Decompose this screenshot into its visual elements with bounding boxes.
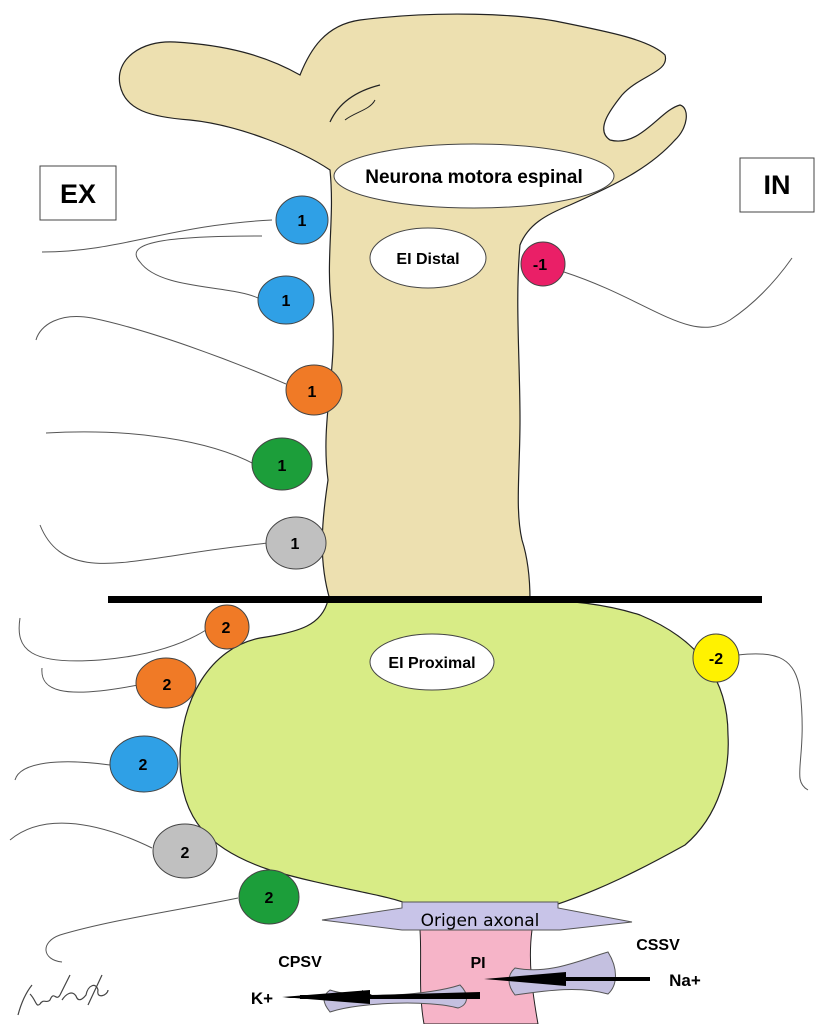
synapse-label: 1 [291,536,300,553]
fiber-10 [9,822,153,849]
synapse-label: -1 [533,257,547,274]
synapse-label: 2 [181,845,190,862]
synapse-label: 1 [308,384,317,401]
synapse-label: 1 [282,293,291,310]
synapse-1-gray: 1 [265,516,327,570]
soma-dendritic-region [118,13,687,601]
fiber-8 [41,667,139,693]
in-label: IN [764,170,791,200]
ex-box: EX [39,165,117,221]
axon-origin-funnel [321,901,633,931]
fiber-1 [41,219,273,253]
signature [17,974,109,1016]
synapse-label: 1 [278,458,287,475]
synapse-1-orange: 1 [285,364,343,416]
k-arrow-head [282,990,370,1004]
synapse-label: 2 [163,677,172,694]
fiber-2 [135,235,263,299]
na-plus-label: Na+ [669,971,701,990]
fiber-7 [18,617,207,662]
fiber-3 [35,316,287,385]
fiber-9 [14,761,111,781]
synapse-minus2-yellow: -2 [692,633,740,683]
fiber-5 [39,524,269,564]
synapse-1-blue-second: 1 [257,275,315,325]
proximal-oval: EI Proximal [369,633,495,691]
synapse-label: -2 [709,651,723,668]
neuron-title: Neurona motora espinal [365,167,583,188]
na-arrow-head [484,972,566,986]
distal-oval: EI Distal [369,227,487,289]
k-plus-label: K+ [251,989,273,1008]
synapse-label: 2 [222,620,231,637]
k-arrow-shaft [300,995,480,999]
ion-channels [282,951,650,1013]
synapse-label: 2 [265,890,274,907]
synapse-1-blue-top: 1 [275,195,329,245]
synapse-2-orange-lower: 2 [135,657,197,709]
fiber-11 [45,897,239,963]
synapse-2-orange-top: 2 [204,604,250,650]
cpsv-label: CPSV [278,954,322,971]
ex-label: EX [60,179,96,209]
synapse-label: 1 [298,213,307,230]
synapse-minus1-red: -1 [520,241,566,287]
neuron-title-oval: Neurona motora espinal [333,143,615,209]
proximal-label: EI Proximal [388,655,475,672]
fiber-4 [45,431,257,466]
cssv-label: CSSV [636,937,680,954]
na-arrow-shaft [540,977,650,981]
synapse-label: 2 [139,757,148,774]
distal-label: EI Distal [396,251,459,268]
dendrite-notch-2 [344,99,376,121]
fiber-6 [563,257,793,328]
fiber-12 [737,653,809,791]
pi-label: PI [470,955,485,972]
synapse-2-gray: 2 [152,823,218,879]
input-fibers [9,219,809,963]
synapse-1-green: 1 [251,437,313,491]
divider-line [108,596,762,603]
synapse-2-green: 2 [238,869,300,925]
in-box: IN [739,157,815,213]
synapse-2-blue: 2 [109,735,179,793]
dendrite-notch [329,84,381,123]
synapses: 1 1 1 1 1 -1 2 2 [109,195,740,925]
axon-origin-label: Origen axonal [421,911,540,931]
